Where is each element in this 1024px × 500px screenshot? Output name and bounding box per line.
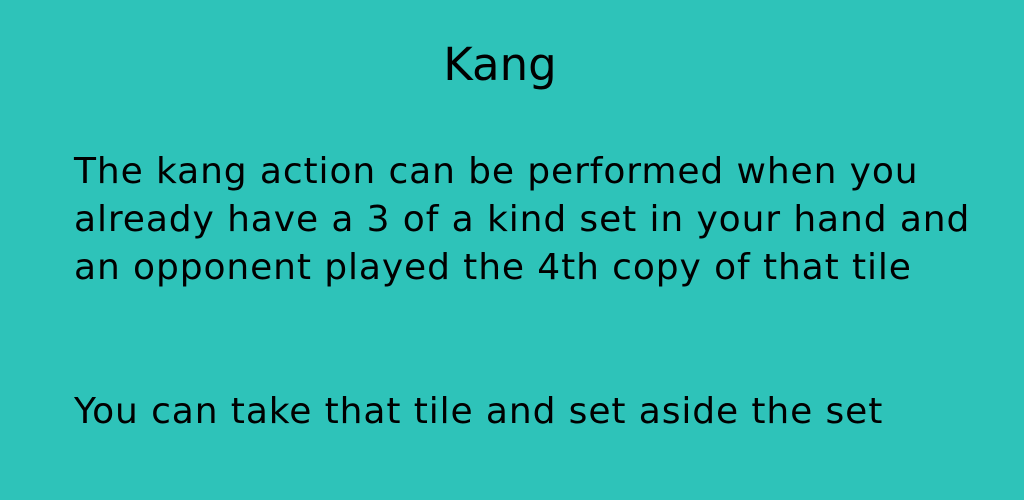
page-title: Kang — [443, 38, 557, 91]
kang-description: The kang action can be performed when yo… — [74, 151, 971, 288]
kang-instruction: You can take that tile and set aside the… — [74, 391, 884, 432]
